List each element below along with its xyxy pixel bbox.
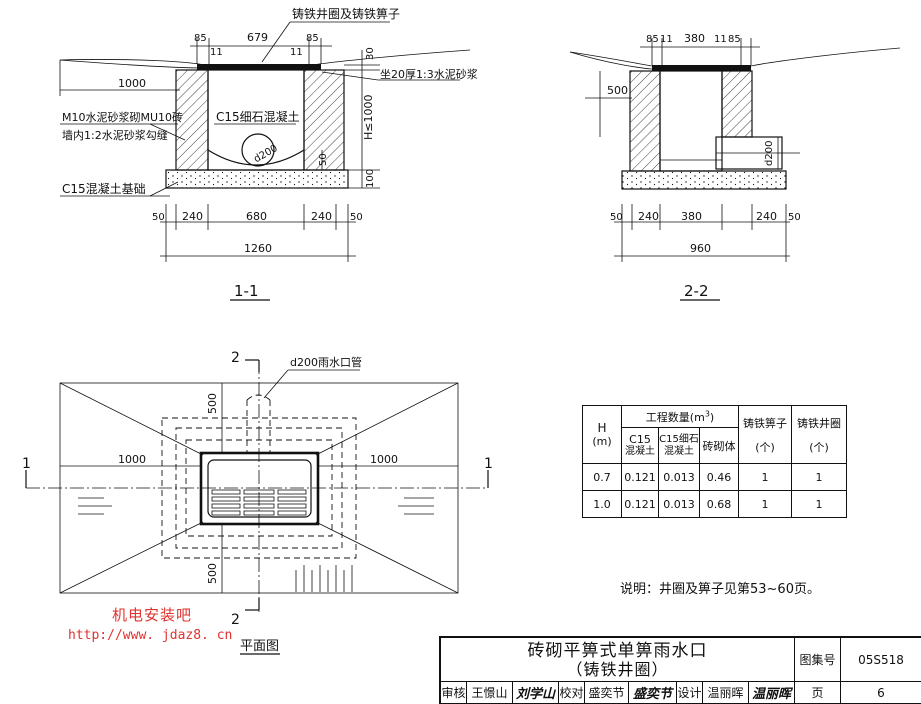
plan-pipe-note: d200雨水口管	[290, 355, 362, 369]
dim-85-right: 85	[306, 33, 319, 44]
col-fine: C15细石混凝土	[658, 427, 700, 464]
page-number: 6	[841, 682, 921, 704]
plan-scale-ticks	[295, 565, 353, 592]
dim-50-br-2-2: 50	[788, 212, 801, 223]
dim-1000-left: 1000	[118, 77, 146, 90]
dim-240-br: 240	[311, 210, 332, 223]
check-label: 校对	[559, 682, 585, 704]
dim-500-2-2: 500	[607, 84, 628, 97]
bottom-fill-curve	[207, 149, 305, 166]
right-wall	[303, 69, 345, 171]
col-ring: 铸铁井圈 (个)	[791, 405, 847, 464]
dim-380-top: 380	[684, 32, 705, 45]
dim-85-l-2-2: 85	[646, 34, 659, 45]
review-signature: 刘学山	[513, 682, 559, 704]
dim-11-l-2-2: 11	[660, 34, 673, 45]
page-label: 页	[795, 682, 841, 704]
cut-mark-1-right: 1	[484, 456, 493, 472]
watermark-link[interactable]: http://www. jdaz8. cn	[68, 628, 233, 643]
right-wall-2-2	[721, 70, 753, 138]
dim-50-inner: 50	[318, 153, 329, 166]
table-row: 0.7 0.121 0.013 0.46 1 1	[582, 463, 847, 491]
cut-mark-2-bottom: 2	[231, 612, 240, 628]
check-signature: 盛奕节	[629, 682, 677, 704]
watermark-line-1: 机电安装吧	[112, 606, 193, 624]
dim-50-bl-2-2: 50	[610, 212, 623, 223]
grate-frame	[197, 64, 321, 70]
check-name: 盛奕节	[585, 682, 629, 704]
table-row: 1.0 0.121 0.013 0.68 1 1	[582, 490, 847, 518]
atlas-label: 图集号	[795, 638, 841, 682]
plan-title: 平面图	[240, 639, 279, 654]
inner-chamber-2-2	[659, 70, 723, 172]
cut-mark-2-top: 2	[231, 350, 240, 366]
base-note: C15混凝土基础	[62, 181, 146, 196]
dim-240-br-2-2: 240	[756, 210, 777, 223]
dim-11-right: 11	[290, 47, 303, 58]
label-grate-ring: 铸铁井圈及铸铁箅子	[292, 6, 400, 21]
drawing-note: 说明：井圈及箅子见第53~60页。	[620, 582, 820, 597]
road-surface-lower	[59, 59, 206, 69]
dim-50-br: 50	[350, 212, 363, 223]
grate-frame-2-2	[652, 65, 751, 71]
plan-dim-1000-left: 1000	[118, 453, 146, 466]
dim-85-r-2-2: 85	[728, 34, 741, 45]
dim-50-bl: 50	[152, 212, 165, 223]
plan-view: 2 d200雨水口管 1 1 1000 1000 500 500 2 平面图	[22, 350, 493, 655]
atlas-number: 05S518	[841, 638, 921, 682]
plan-dim-500-bottom: 500	[206, 563, 219, 584]
dim-960: 960	[690, 242, 711, 255]
mortar-note: 坐20厚1:3水泥砂浆	[380, 67, 478, 81]
dim-30: 30	[365, 47, 376, 60]
depth-label: H≤1000	[362, 95, 375, 140]
title-block: 砖砌平箅式单箅雨水口 （铸铁井圈） 图集号 05S518 审核 王憬山 刘学山 …	[439, 636, 921, 704]
section-mark-1-1: 1-1	[234, 282, 259, 300]
foundation-2-2	[621, 170, 787, 190]
col-h: H (m)	[582, 405, 622, 464]
plan-grate	[207, 459, 312, 518]
wall-note-1: M10水泥砂浆砌MU10砖	[62, 110, 183, 124]
dim-240-bl-2-2: 240	[638, 210, 659, 223]
drawing-title: 砖砌平箅式单箅雨水口	[527, 641, 708, 661]
dim-11-left: 11	[210, 47, 223, 58]
design-label: 设计	[677, 682, 703, 704]
plan-dim-500-top: 500	[206, 393, 219, 414]
wall-note-2: 墙内1:2水泥砂浆勾缝	[62, 128, 168, 142]
section-2-2: 85 11 380 11 85 500 d200 50 240 380 240 …	[569, 32, 901, 301]
dim-679: 679	[247, 31, 268, 44]
left-wall-2-2	[629, 70, 661, 172]
cut-mark-1-left: 1	[22, 456, 31, 472]
concrete-foundation	[165, 169, 349, 189]
col-grate: 铸铁箅子 (个)	[738, 405, 792, 464]
col-group-quantity: 工程数量(m3)	[621, 405, 739, 428]
drawing-subtitle: （铸铁井圈）	[566, 660, 669, 679]
col-brick: 砖砌体	[699, 427, 739, 464]
road-surface-2-2	[569, 47, 901, 67]
section-1-1: 铸铁井圈及铸铁箅子 85 11 679 11 85 30 1000 坐20厚1:…	[59, 6, 478, 301]
dim-85-left: 85	[194, 33, 207, 44]
dim-680: 680	[246, 210, 267, 223]
dim-100: 100	[365, 169, 376, 188]
design-signature: 温丽晖	[749, 682, 795, 704]
section-mark-2-2: 2-2	[684, 282, 709, 300]
dim-380-bottom: 380	[681, 210, 702, 223]
pipe-circle	[241, 133, 275, 167]
title-block-main: 砖砌平箅式单箅雨水口 （铸铁井圈）	[441, 638, 795, 682]
dim-240-bl: 240	[182, 210, 203, 223]
dim-11-r-2-2: 11	[714, 34, 727, 45]
design-name: 温丽晖	[703, 682, 749, 704]
infill-note: C15细石混凝土	[216, 109, 300, 124]
plan-grate-frame	[199, 451, 320, 526]
plan-dim-1000-right: 1000	[370, 453, 398, 466]
dim-1260: 1260	[244, 242, 272, 255]
review-label: 审核	[441, 682, 467, 704]
pipe-label-2-2: d200	[764, 141, 775, 166]
review-name: 王憬山	[467, 682, 513, 704]
